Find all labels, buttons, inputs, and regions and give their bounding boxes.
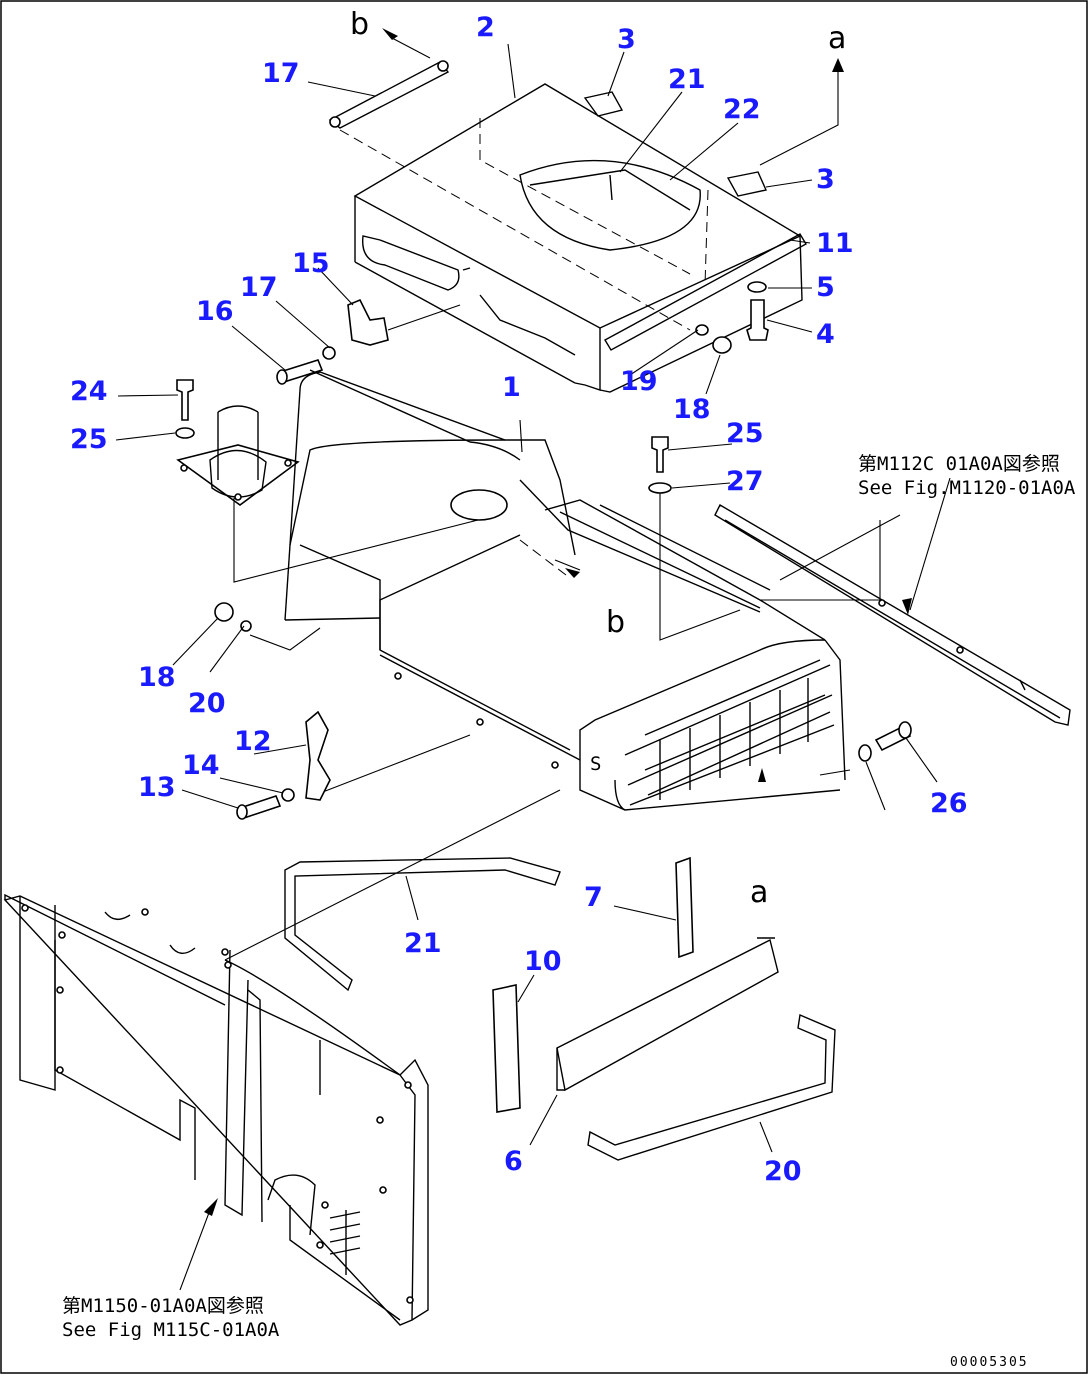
callout-25-top: 25 — [726, 418, 764, 449]
part-16-prop-rod — [328, 60, 691, 331]
ref-right-jp: 第M112C 01A0A図参照 — [858, 453, 1060, 475]
part-8-block — [492, 984, 521, 1113]
part-23-24-flange — [175, 379, 479, 583]
ref-left-en: See Fig M115C-01A0A — [62, 1319, 280, 1341]
part-25-26-bolt-top — [648, 436, 672, 494]
callout-23: 24 — [70, 376, 108, 407]
part-7-block — [675, 856, 694, 959]
view-markers: b a b a — [350, 7, 846, 910]
callout-2: 2 — [476, 12, 495, 43]
callout-13: 15 — [292, 248, 330, 279]
callout-12: 14 — [182, 750, 220, 781]
part-19-seal — [284, 857, 561, 992]
b-arrow-top — [382, 28, 398, 40]
callout-19: 21 — [404, 928, 442, 959]
part-17-18-top — [695, 324, 732, 354]
part-10-latch — [236, 710, 331, 820]
left-frame-assembly — [3, 789, 561, 1326]
callout-14: 16 — [196, 296, 234, 327]
part-6-rail — [556, 937, 779, 1092]
marker-a-bottom: a — [750, 875, 768, 910]
callout-24: 25 — [70, 424, 108, 455]
callout-5: 5 — [816, 272, 835, 303]
callout-10: 12 — [234, 726, 272, 757]
reference-arrows — [179, 28, 951, 1291]
part-20-seal — [587, 1014, 836, 1161]
drawing-number: 00005305 — [950, 1355, 1029, 1370]
ref-right-en: See Fig.M1120-01A0A — [858, 477, 1076, 499]
callout-18-top: 19 — [620, 366, 658, 397]
part-4-5-bolt — [746, 281, 769, 341]
part-9-strip — [604, 233, 807, 351]
part-13-latch — [276, 298, 461, 385]
callout-15: 17 — [240, 272, 278, 303]
marker-b-mid: b — [606, 605, 625, 640]
callout-3-top: 3 — [617, 24, 636, 55]
part-25-27-bolt-right — [858, 721, 912, 762]
a-arrow-bottom — [758, 768, 766, 782]
callout-numbers: 2 3 3 21 22 11 5 4 17 15 17 16 24 25 1 1… — [70, 12, 968, 1187]
svg-text:S: S — [590, 753, 601, 775]
b-arrow-mid — [565, 568, 580, 578]
a-arrow-top — [832, 58, 844, 72]
marker-b-top: b — [350, 7, 369, 42]
callout-4: 4 — [816, 319, 835, 350]
callout-17-bottom: 18 — [138, 662, 176, 693]
callout-6: 6 — [504, 1146, 523, 1177]
callout-25-right: 26 — [930, 788, 968, 819]
callout-17-top: 18 — [673, 394, 711, 425]
callout-3-right: 3 — [816, 164, 835, 195]
part-17-18-bottom — [214, 602, 252, 632]
part-2-cover — [353, 83, 803, 393]
callout-26: 27 — [726, 466, 764, 497]
callout-leaders — [115, 43, 938, 1153]
callout-11: 13 — [138, 772, 176, 803]
callout-8: 10 — [524, 946, 562, 977]
ref-left-jp: 第M1150-01A0A図参照 — [62, 1295, 264, 1317]
callout-7: 7 — [584, 882, 603, 913]
callout-22: 22 — [723, 94, 761, 125]
callout-20: 20 — [764, 1156, 802, 1187]
callout-16: 17 — [262, 58, 300, 89]
callout-18-bottom: 20 — [188, 688, 226, 719]
reference-notes: 第M112C 01A0A図参照 See Fig.M1120-01A0A 第M11… — [62, 453, 1076, 1370]
leader-lines — [249, 419, 901, 796]
callout-9: 11 — [816, 228, 854, 259]
side-rail-right — [714, 504, 1071, 726]
marker-a-top: a — [828, 21, 846, 56]
callout-1: 1 — [502, 372, 521, 403]
callout-21: 21 — [668, 64, 706, 95]
